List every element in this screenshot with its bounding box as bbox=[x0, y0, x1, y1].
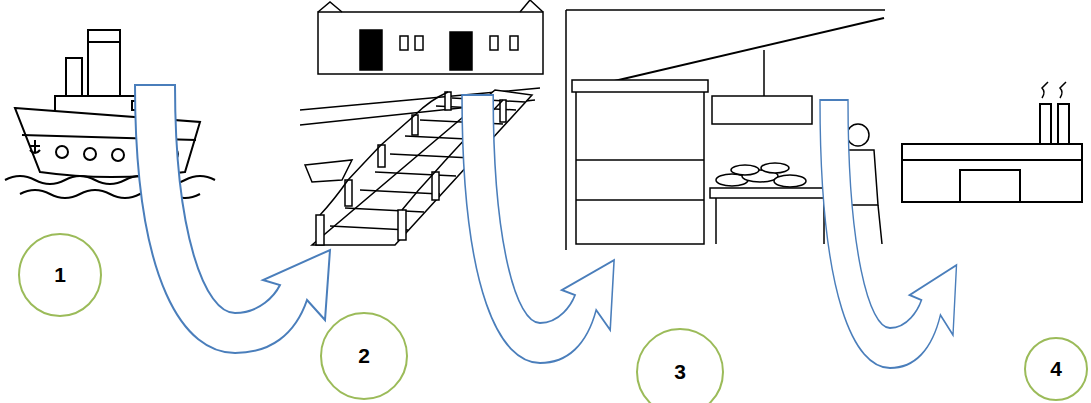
factory-door bbox=[960, 170, 1020, 202]
shutter-line bbox=[576, 159, 704, 161]
u-arrow bbox=[462, 95, 614, 363]
building-window bbox=[415, 36, 423, 50]
porthole bbox=[112, 149, 124, 161]
harbour-building bbox=[318, 12, 543, 74]
chimney bbox=[1058, 104, 1069, 144]
porthole bbox=[56, 146, 68, 158]
chimney bbox=[1040, 104, 1051, 144]
factory-building bbox=[902, 144, 1082, 202]
shutter-line bbox=[576, 199, 704, 201]
building-door bbox=[450, 32, 472, 70]
smoke bbox=[1042, 82, 1066, 98]
step-circle: 3 bbox=[636, 328, 724, 403]
porthole bbox=[84, 148, 96, 160]
pier-post bbox=[378, 145, 385, 167]
dock-drawing bbox=[300, 0, 543, 245]
ship-drawing bbox=[5, 30, 215, 198]
rolling-shutter bbox=[576, 86, 704, 244]
building-window bbox=[490, 36, 498, 50]
step-circle: 2 bbox=[320, 312, 408, 400]
building-door bbox=[360, 30, 382, 70]
pier-post bbox=[445, 92, 451, 110]
ship-stack bbox=[66, 58, 82, 98]
funnel-band bbox=[88, 41, 120, 43]
hanging-pole bbox=[763, 50, 765, 96]
fish-table bbox=[710, 188, 830, 198]
building-window bbox=[510, 36, 518, 50]
step-number: 4 bbox=[1050, 357, 1062, 381]
step-number: 1 bbox=[54, 263, 66, 287]
factory-line bbox=[902, 159, 1082, 161]
stall-awning bbox=[610, 18, 884, 82]
wave bbox=[5, 176, 215, 184]
pier-rope bbox=[320, 92, 448, 215]
roof-detail bbox=[318, 0, 543, 12]
step-circle: 4 bbox=[1024, 337, 1088, 401]
flow-arrows bbox=[135, 85, 957, 368]
fish bbox=[774, 175, 806, 187]
table-leg bbox=[715, 198, 717, 244]
small-boat bbox=[305, 160, 352, 182]
shutter-box bbox=[572, 80, 708, 92]
step-circle: 1 bbox=[18, 233, 102, 317]
building-window bbox=[400, 36, 408, 50]
step-number: 3 bbox=[674, 360, 686, 384]
stall-sign bbox=[712, 96, 812, 124]
pier-post bbox=[398, 210, 406, 240]
fish bbox=[761, 163, 789, 173]
u-arrow bbox=[820, 100, 957, 368]
pier-post bbox=[432, 172, 439, 200]
ship-funnel bbox=[88, 30, 120, 98]
factory-drawing bbox=[902, 82, 1082, 202]
step-number: 2 bbox=[358, 344, 370, 368]
u-arrow bbox=[135, 85, 330, 353]
pier-post bbox=[412, 115, 418, 135]
pier-post bbox=[316, 215, 324, 245]
vendor-head bbox=[847, 124, 869, 146]
anchor bbox=[30, 140, 40, 153]
fish bbox=[731, 165, 759, 175]
